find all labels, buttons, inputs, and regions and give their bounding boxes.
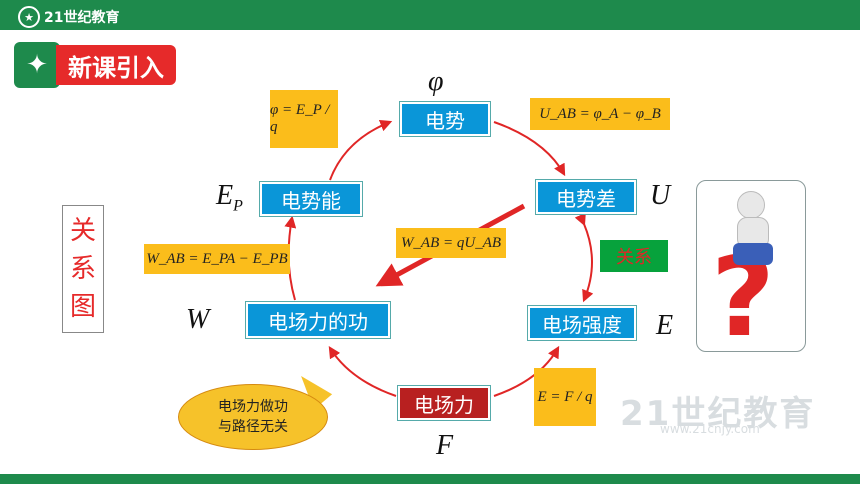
formula-u-ab: U_AB = φ_A − φ_B xyxy=(530,98,670,130)
symbol-w: W xyxy=(186,304,210,335)
node-potential[interactable]: 电势 xyxy=(400,102,490,136)
arrow-force-to-strength xyxy=(493,345,560,397)
node-field-work[interactable]: 电场力的功 xyxy=(246,302,390,338)
bubble-line-1: 电场力做功 xyxy=(218,399,288,415)
brand-logo-text: 21世纪教育 xyxy=(44,10,120,26)
symbol-phi: φ xyxy=(428,66,444,97)
bubble-line-2: 与路径无关 xyxy=(218,419,288,435)
arrow-difference-strength xyxy=(574,212,594,303)
formula-phi-def: φ = E_P / q xyxy=(270,90,338,148)
runner-icon: ★ xyxy=(18,6,40,28)
formula-w-ab-ep: W_AB = E_PA − E_PB xyxy=(144,244,290,274)
symbol-ep-main: E xyxy=(216,180,234,211)
speech-bubble: 电场力做功 与路径无关 xyxy=(178,384,328,450)
watermark-url: www.21cnjy.com xyxy=(660,422,760,436)
bottom-bar xyxy=(0,474,860,484)
title-char-3: 图 xyxy=(69,292,96,322)
person-head xyxy=(737,191,765,219)
top-bar: ★ 21世纪教育 xyxy=(0,0,860,30)
formula-e-def: E = F / q xyxy=(534,368,596,426)
formula-w-ab-q: W_AB = qU_AB xyxy=(396,228,506,258)
thinking-person-image: ? xyxy=(696,180,806,361)
symbol-ep: EP xyxy=(216,180,243,216)
relation-diagram-title: 关 系 图 xyxy=(62,205,104,333)
arrow-pe-to-potential xyxy=(329,119,393,181)
watermark-logo: 21世纪教育 xyxy=(620,394,816,434)
relation-label: 关系 xyxy=(600,240,668,272)
node-potential-difference[interactable]: 电势差 xyxy=(536,180,636,214)
title-char-2: 系 xyxy=(69,254,96,284)
node-field-force[interactable]: 电场力 xyxy=(398,386,490,420)
symbol-u: U xyxy=(650,180,671,211)
arrow-force-to-work xyxy=(328,345,397,397)
symbol-e: E xyxy=(656,310,674,341)
person-legs xyxy=(733,243,773,265)
brand-logo: ★ 21世纪教育 xyxy=(18,6,119,28)
section-header: ✦ 新课引入 xyxy=(14,42,176,88)
node-potential-energy[interactable]: 电势能 xyxy=(260,182,362,216)
section-title: 新课引入 xyxy=(56,45,176,85)
title-char-1: 关 xyxy=(69,216,96,246)
symbol-ep-sub: P xyxy=(233,197,243,215)
runner-icon: ✦ xyxy=(14,42,60,88)
symbol-f: F xyxy=(436,430,454,461)
arrow-potential-to-difference xyxy=(493,121,566,177)
node-field-strength[interactable]: 电场强度 xyxy=(528,306,636,340)
